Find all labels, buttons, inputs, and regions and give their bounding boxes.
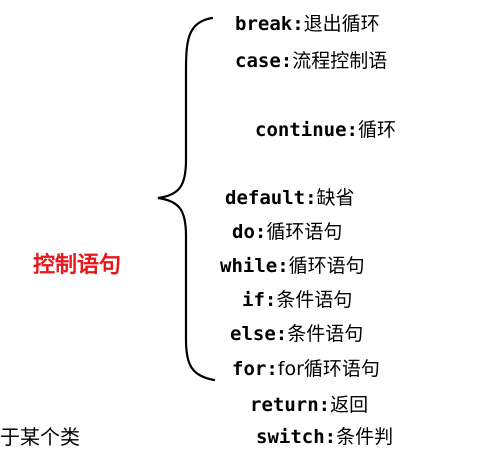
item-key: while xyxy=(220,255,278,277)
item-key: switch xyxy=(256,426,325,448)
item-description: 返回 xyxy=(330,394,369,416)
item-for: for:for循环语句 xyxy=(232,357,380,381)
item-description: for循环语句 xyxy=(277,358,380,380)
item-continue: continue:循环 xyxy=(255,118,396,142)
item-break: break:退出循环 xyxy=(235,12,380,36)
item-separator: : xyxy=(277,255,289,277)
item-default: default:缺省 xyxy=(225,186,355,210)
item-separator: : xyxy=(324,426,337,448)
item-if: if:条件语句 xyxy=(242,288,352,312)
item-case: case:流程控制语 xyxy=(235,49,387,73)
item-key: break xyxy=(235,13,293,35)
item-description: 流程控制语 xyxy=(292,50,388,72)
item-separator: : xyxy=(346,119,358,141)
item-description: 条件判 xyxy=(336,426,394,448)
item-description: 循环 xyxy=(357,119,396,141)
item-key: return xyxy=(250,394,319,416)
item-description: 条件语句 xyxy=(287,323,364,345)
item-do: do:循环语句 xyxy=(232,220,342,244)
item-description: 条件语句 xyxy=(276,289,353,311)
item-key: default xyxy=(225,187,306,209)
item-separator: : xyxy=(264,289,277,311)
item-separator: : xyxy=(305,187,317,209)
footer-text: 于某个类 xyxy=(0,425,80,449)
item-description: 循环语句 xyxy=(266,221,343,243)
item-description: 缺省 xyxy=(316,187,355,209)
item-separator: : xyxy=(254,221,267,243)
item-separator: : xyxy=(275,323,288,345)
item-key: else xyxy=(230,323,276,345)
item-separator: : xyxy=(318,394,331,416)
item-description: 退出循环 xyxy=(303,13,380,35)
item-separator: : xyxy=(292,13,304,35)
diagram-title: 控制语句 xyxy=(33,253,122,278)
item-switch: switch:条件判 xyxy=(256,425,393,449)
item-return: return:返回 xyxy=(250,393,368,417)
brace-path xyxy=(157,16,216,382)
item-separator: : xyxy=(280,50,293,72)
item-key: continue xyxy=(255,119,347,141)
item-else: else:条件语句 xyxy=(230,322,363,346)
item-while: while:循环语句 xyxy=(220,254,365,278)
item-key: do xyxy=(232,221,255,243)
item-separator: : xyxy=(266,358,278,380)
item-key: for xyxy=(232,358,267,380)
item-description: 循环语句 xyxy=(288,255,365,277)
item-key: case xyxy=(235,50,281,72)
item-key: if xyxy=(242,289,265,311)
curly-brace xyxy=(157,16,216,382)
